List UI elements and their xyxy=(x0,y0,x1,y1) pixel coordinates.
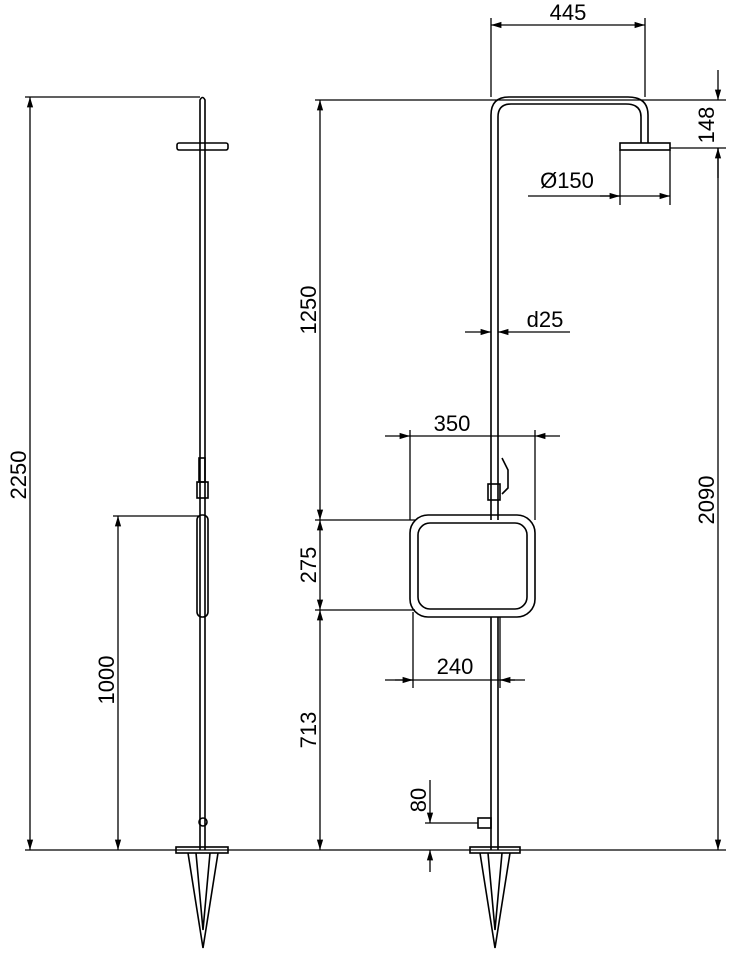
dim-150-label: Ø150 xyxy=(540,168,594,193)
dim-445-label: 445 xyxy=(550,0,587,25)
front-pole-arm-outer xyxy=(490,96,649,520)
front-lower-pole xyxy=(490,617,499,850)
dim-1000-label: 1000 xyxy=(94,656,119,705)
front-tap xyxy=(477,817,492,829)
side-tap xyxy=(198,817,208,827)
side-frame-handle xyxy=(196,514,209,618)
dim-1250-label: 1250 xyxy=(296,286,321,335)
dim-350-label: 350 xyxy=(434,411,471,436)
frame-inner xyxy=(417,522,528,610)
side-view xyxy=(175,96,229,949)
front-ground-spike xyxy=(479,852,511,949)
dim-713-label: 713 xyxy=(296,712,321,749)
side-valve xyxy=(196,481,209,499)
frame-outer xyxy=(409,514,536,618)
dim-2250-label: 2250 xyxy=(6,451,31,500)
side-shower-head xyxy=(176,142,229,151)
dim-240-label: 240 xyxy=(437,654,474,679)
side-base-plate xyxy=(175,846,229,854)
side-pole xyxy=(199,96,206,850)
dim-275-label: 275 xyxy=(296,547,321,584)
dim-80-label: 80 xyxy=(406,788,431,812)
front-pole-arm-inner xyxy=(497,103,642,520)
dim-148-label: 148 xyxy=(694,107,719,144)
front-valve-lever xyxy=(501,457,509,495)
front-view xyxy=(409,96,671,949)
front-shower-head xyxy=(619,142,671,151)
dim-2090-label: 2090 xyxy=(694,476,719,525)
front-valve xyxy=(487,483,501,501)
front-base-plate xyxy=(469,846,521,854)
dim-d25-label: d25 xyxy=(527,307,564,332)
side-ground-spike xyxy=(187,852,219,949)
